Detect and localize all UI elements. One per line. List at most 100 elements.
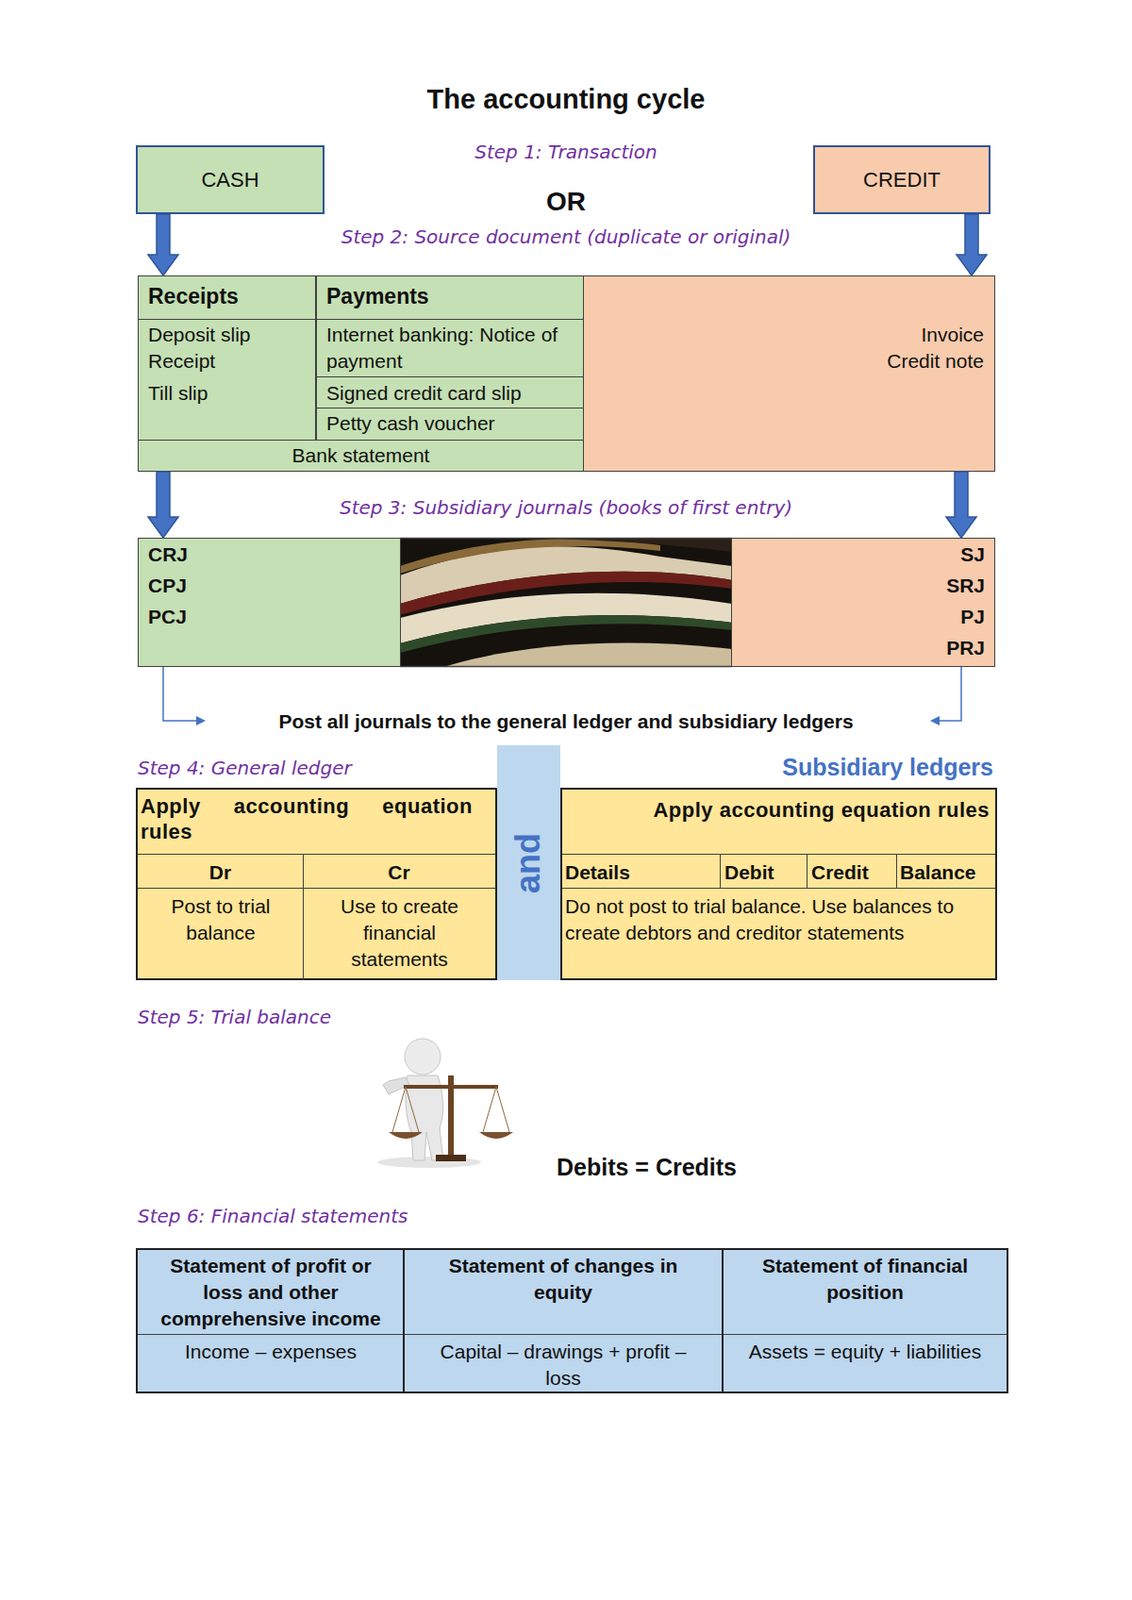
step-heading: Step 2: Source document (duplicate or or…: [0, 224, 1132, 250]
credit-box: CREDIT: [813, 145, 991, 215]
book-pages: [399, 593, 733, 644]
book-pages: [399, 546, 733, 604]
cell-text: Internet banking: Notice of payment: [326, 321, 580, 375]
bank-statement-row: Bank statement: [137, 439, 584, 472]
label-text: Post all journals to the general ledger …: [0, 708, 1132, 735]
journal-code: SJ: [741, 539, 985, 570]
scale-post: [448, 1075, 454, 1159]
cash-journals-band: CRJCPJPCJ: [137, 537, 401, 667]
step-heading: Step 5: Trial balance: [137, 1004, 516, 1030]
box-label: CASH: [200, 166, 259, 194]
cell-text: Deposit slip: [148, 321, 309, 349]
journal-code: PCJ: [148, 601, 337, 633]
block-arrow: [956, 214, 987, 276]
cell-text: Capital – drawings + profit – loss: [421, 1338, 705, 1392]
scale-beam: [403, 1084, 499, 1089]
journal-code: CRJ: [148, 539, 337, 570]
cash-box: CASH: [135, 145, 325, 215]
cell-text: Do not post to trial balance. Use balanc…: [565, 893, 995, 947]
figure-arm: [382, 1077, 410, 1095]
and-band: and: [497, 745, 561, 981]
general-ledger-table: Step 4: General ledgerApply accounting e…: [135, 787, 498, 981]
cell-divider: [719, 853, 721, 888]
block-arrow: [946, 471, 977, 538]
step-heading: Step 3: Subsidiary journals (books of fi…: [0, 495, 1132, 520]
book-cover: [399, 571, 733, 616]
credit-documents-cell: InvoiceCredit note: [582, 275, 996, 472]
rule-text: Apply accounting equation rules: [140, 793, 473, 845]
cell-divider: [723, 1333, 1007, 1335]
column-header: Statement of changes in equity: [426, 1252, 700, 1306]
cell-text: Income – expenses: [141, 1338, 400, 1366]
column-header: Cr: [302, 859, 496, 886]
cell-divider: [138, 318, 316, 320]
column-header: Balance: [899, 859, 995, 886]
cell-divider: [302, 853, 304, 981]
cell-divider: [316, 376, 583, 378]
diagram-title: The accounting cycle: [0, 82, 1132, 117]
column-header: Credit: [811, 859, 895, 886]
figure-body: [405, 1075, 444, 1161]
figure-head: [404, 1038, 441, 1075]
leader-arrowhead: [930, 715, 940, 726]
box-label: CREDIT: [863, 166, 941, 194]
book-cover: [399, 615, 733, 653]
scale-base: [435, 1154, 467, 1162]
band-border: [399, 665, 733, 668]
journal-code: SRJ: [741, 570, 985, 601]
cell-text: Receipt: [148, 348, 309, 375]
receipts-column: ReceiptsDeposit slipReceiptTill slip: [137, 275, 317, 441]
payments-column: PaymentsInternet banking: Notice of paym…: [316, 275, 584, 441]
equation-text: Debits = Credits: [556, 1151, 840, 1182]
statement-column: Statement of profit or loss and other co…: [135, 1248, 405, 1394]
figure-shadow: [377, 1156, 482, 1168]
column-header: Statement of financial position: [742, 1252, 988, 1306]
leader-line: [163, 666, 199, 721]
cell-text: Apply accounting equation rules: [562, 797, 990, 823]
step-heading: Step 6: Financial statements: [137, 1203, 610, 1229]
book-pages: [443, 643, 733, 667]
cell-divider: [404, 1333, 722, 1335]
band-border: [399, 537, 733, 540]
column-header: Statement of profit or loss and other co…: [151, 1252, 390, 1332]
cell-divider: [316, 407, 583, 409]
cell-divider: [316, 318, 583, 320]
scale-pan: [479, 1132, 514, 1139]
cell-text: Invoice: [593, 321, 984, 349]
book-shadow: [528, 537, 733, 552]
cell-divider: [137, 1333, 403, 1335]
cell-text: Post to trial balance: [145, 893, 297, 947]
cell-divider: [562, 853, 996, 855]
statement-column: Statement of changes in equityCapital – …: [402, 1248, 724, 1394]
cell-text: Credit note: [593, 348, 984, 375]
cell-divider: [806, 853, 808, 888]
band-word: and: [509, 832, 548, 893]
section-heading: Subsidiary ledgers: [562, 751, 994, 783]
books-photo: [399, 537, 733, 667]
cell-divider: [896, 853, 898, 888]
block-arrow: [148, 214, 179, 276]
cell-text: Petty cash voucher: [326, 410, 582, 437]
leader-arrowhead: [196, 715, 206, 726]
journal-code: PJ: [741, 601, 985, 633]
column-header: Receipts: [148, 282, 309, 311]
cell-text: Use to create financial statements: [316, 893, 483, 973]
credit-journals-band: SJSRJPJPRJ: [731, 537, 996, 667]
book-cover: [399, 538, 661, 574]
statement-column: Statement of financial positionAssets = …: [721, 1248, 1009, 1394]
step-heading: Step 4: General ledger: [137, 755, 497, 781]
cell-divider: [137, 887, 496, 889]
cell-text: Signed credit card slip: [326, 380, 582, 407]
block-arrow: [148, 471, 179, 538]
journal-code: PRJ: [741, 632, 985, 664]
cell-text: Assets = equity + liabilities: [725, 1338, 1005, 1366]
column-header: Details: [565, 859, 716, 886]
cell-divider: [137, 853, 496, 855]
column-header: Dr: [137, 859, 303, 886]
journal-code: CPJ: [148, 570, 337, 601]
scale-pan: [388, 1132, 423, 1139]
box-label: Bank statement: [292, 442, 431, 469]
cell-divider: [562, 887, 996, 889]
subsidiary-ledgers-table: Subsidiary ledgersApply accounting equat…: [560, 787, 998, 981]
